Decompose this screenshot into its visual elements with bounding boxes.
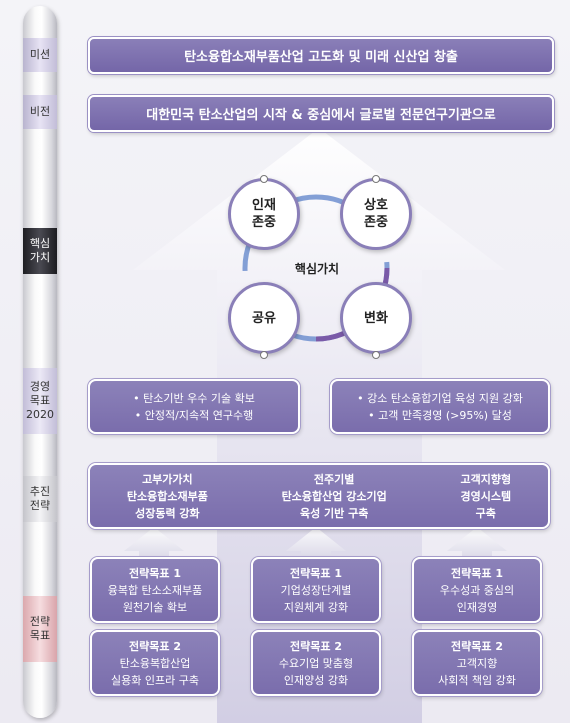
- connector-dot: [260, 351, 268, 359]
- vision-text: 대한민국 탄소산업의 시작 & 중심에서 글로벌 전문연구기관으로: [146, 108, 496, 123]
- stage-vision: 비전: [23, 95, 57, 129]
- strategic-goal-card: 전략목표 1 기업성장단계별 지원체계 강화: [251, 557, 381, 623]
- management-goal-left: • 탄소기반 우수 기술 확보 • 안정적/지속적 연구수행: [88, 379, 300, 434]
- management-goal-right: • 강소 탄소융합기업 육성 지원 강화 • 고객 만족경영 (>95%) 달성: [330, 379, 550, 434]
- mission-text: 탄소융합소재부품산업 고도화 및 미래 신산업 창출: [184, 50, 458, 65]
- strategic-goal-card: 전략목표 2 수요기업 맞춤형 인재양성 강화: [251, 630, 381, 696]
- mission-bar: 탄소융합소재부품산업 고도화 및 미래 신산업 창출: [88, 37, 554, 74]
- strategic-goal-card: 전략목표 2 고객지향 사회적 책임 강화: [412, 630, 542, 696]
- strategic-goal-card: 전략목표 1 융복합 탄소소재부품 원천기술 확보: [90, 557, 220, 623]
- connector-dot: [260, 175, 268, 183]
- connector-dot: [372, 351, 380, 359]
- connector-dot: [372, 175, 380, 183]
- core-value-change: 변화: [340, 282, 412, 354]
- strategy-arrow-mid: [286, 527, 346, 560]
- strategy-arrow-right: [447, 527, 507, 560]
- core-values-label: 핵심가치: [294, 262, 340, 276]
- strategic-goal-card: 전략목표 2 탄소융복합산업 실용화 인프라 구축: [90, 630, 220, 696]
- strategic-goal-card: 전략목표 1 우수성과 중심의 인재경영: [412, 557, 542, 623]
- core-value-sharing: 공유: [228, 282, 300, 354]
- vision-bar: 대한민국 탄소산업의 시작 & 중심에서 글로벌 전문연구기관으로: [88, 95, 554, 132]
- stage-mission: 미션: [23, 38, 57, 72]
- strategy-arrow-left: [124, 527, 184, 560]
